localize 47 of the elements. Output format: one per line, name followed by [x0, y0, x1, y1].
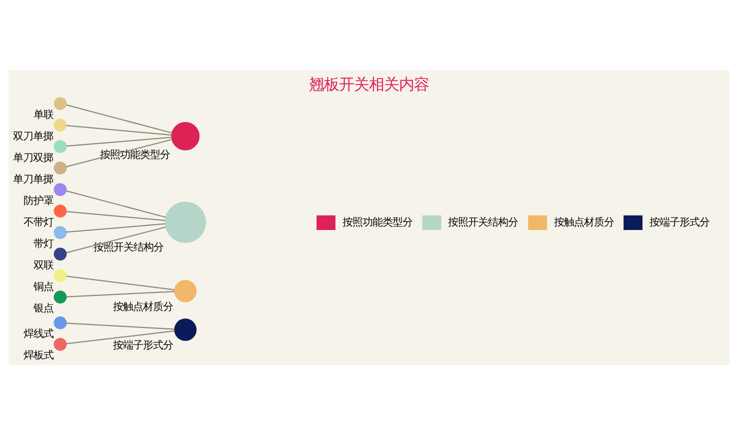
connector — [66, 136, 172, 147]
connector — [66, 138, 172, 168]
connector — [66, 190, 166, 218]
node-label: 按触点材质分 — [113, 301, 174, 314]
node-circle — [54, 162, 67, 174]
legend-label: 按触点材质分 — [554, 216, 614, 228]
node-circle — [54, 204, 67, 218]
connector — [66, 226, 166, 254]
node-circle — [54, 140, 67, 153]
node-label: 单联 — [33, 108, 54, 121]
diagram-title: 翘板开关相关内容 — [309, 75, 429, 94]
node-label: 不带灯 — [23, 216, 54, 228]
node-circle — [54, 118, 67, 132]
node-circle — [174, 318, 197, 341]
connector — [66, 322, 175, 330]
legend-label: 按照开关结构分 — [448, 216, 518, 228]
connector — [66, 330, 175, 344]
connector — [66, 290, 175, 298]
connector — [66, 210, 166, 222]
node-circle — [54, 248, 67, 260]
node-circle — [54, 290, 67, 304]
node-circle — [54, 97, 67, 110]
node-label: 焊板式 — [23, 350, 54, 362]
node-circle — [54, 269, 67, 282]
node-circle — [171, 122, 200, 150]
node-circle — [54, 226, 67, 239]
node-label: 双联 — [33, 259, 54, 272]
node-circle — [54, 183, 67, 196]
node-label: 按端子形式分 — [113, 340, 174, 352]
connector — [66, 104, 172, 134]
connector — [66, 276, 175, 290]
legend-label: 按照功能类型分 — [342, 216, 412, 228]
connector — [66, 223, 166, 233]
node-circle — [174, 280, 197, 302]
node-label: 防护罩 — [23, 194, 54, 207]
legend-label: 按端子形式分 — [649, 216, 710, 228]
node-circle — [164, 202, 206, 243]
connector — [66, 124, 172, 136]
node-label: 双刀单掷 — [13, 130, 54, 142]
node-label: 银点 — [33, 302, 54, 314]
node-label: 单刀单掷 — [13, 173, 54, 186]
node-label: 焊线式 — [23, 328, 54, 340]
node-circle — [54, 316, 67, 330]
node-label: 单刀双掷 — [13, 152, 54, 164]
node-label: 带灯 — [33, 238, 54, 250]
node-circle — [54, 338, 67, 351]
node-label: 铜点 — [33, 280, 54, 293]
